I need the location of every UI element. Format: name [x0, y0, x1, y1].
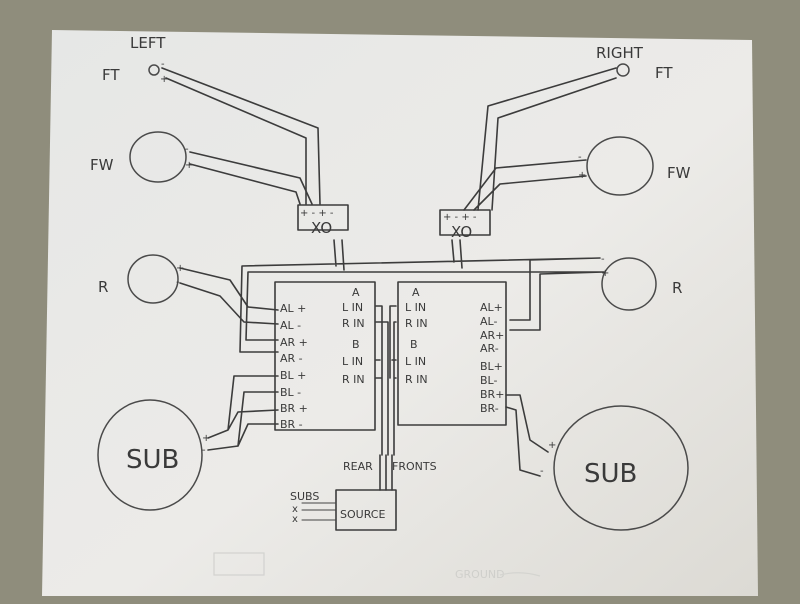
subwoofer-right	[553, 405, 689, 531]
amp-right-out-5: BL-	[480, 374, 497, 387]
label-source: SOURCE	[340, 508, 385, 521]
tweeter-left-plus: +	[160, 74, 168, 85]
amp-left	[274, 281, 376, 431]
label-x2: x	[292, 514, 298, 525]
r-left-minus: -	[176, 277, 180, 288]
label-sub-left: SUB	[126, 445, 179, 475]
amp-left-out-3: AR -	[280, 352, 303, 365]
wire-ft-left	[161, 67, 321, 205]
fw-right-minus: -	[578, 152, 582, 163]
speaker-fw-left	[129, 131, 187, 183]
amp-left-in-5: R IN	[342, 373, 365, 386]
amp-left-in-0: A	[352, 286, 360, 299]
tweeter-left-minus: -	[161, 59, 165, 70]
paper-sheet	[42, 30, 758, 596]
speaker-r-right	[601, 257, 657, 311]
r-right-minus: -	[601, 254, 605, 265]
wire-fw-left	[189, 151, 313, 205]
speaker-fw-right	[586, 136, 654, 196]
amp-right-out-6: BR+	[480, 388, 504, 401]
label-left: LEFT	[130, 34, 166, 52]
wire-sub-left	[207, 375, 279, 451]
amp-right-in-4: L IN	[405, 355, 426, 368]
label-ground: GROUND	[455, 568, 505, 581]
amp-right-outputs: AL+ AL- AR+ AR- BL+ BL- BR+ BR-	[480, 301, 504, 415]
label-right: RIGHT	[596, 44, 644, 62]
amp-left-in-4: L IN	[342, 355, 363, 368]
subwoofer-left	[97, 399, 203, 511]
r-right-plus: +	[601, 268, 609, 279]
label-sub-right: SUB	[584, 459, 637, 489]
label-xo-right: XO	[451, 223, 472, 241]
xo-left-terminals: + - + -	[300, 208, 334, 219]
fw-right-plus: +	[578, 170, 586, 181]
xo-right-terminals: + - + -	[443, 212, 477, 223]
wire-ft-right	[477, 67, 617, 211]
label-xo-left: XO	[311, 219, 332, 237]
amp-right-in-5: R IN	[405, 373, 428, 386]
tweeter-right	[616, 63, 630, 77]
amp-right-out-0: AL+	[480, 301, 503, 314]
amp-right-out-2: AR+	[480, 329, 504, 342]
fw-left-plus: +	[185, 160, 193, 171]
amp-right-in-1: L IN	[405, 301, 426, 314]
amp-left-outputs: AL + AL - AR + AR - BL + BL - BR + BR -	[280, 302, 308, 431]
label-r-left: R	[98, 278, 108, 296]
label-ft-left: FT	[102, 66, 120, 84]
amp-left-in-1: L IN	[342, 301, 363, 314]
crossover-left	[297, 204, 349, 231]
tweeter-left	[148, 64, 160, 76]
amp-right-in-2: R IN	[405, 317, 428, 330]
crossover-right	[439, 209, 491, 236]
sub-left-minus: -	[202, 445, 206, 456]
erased-ground-mark	[499, 572, 541, 577]
amp-right-out-4: BL+	[480, 360, 503, 373]
label-x1: x	[292, 504, 298, 515]
amp-right-out-7: BR-	[480, 402, 499, 415]
amp-left-out-2: AR +	[280, 336, 308, 349]
amp-left-out-0: AL +	[280, 302, 306, 315]
sub-left-plus: +	[202, 433, 210, 444]
amp-left-out-4: BL +	[280, 369, 306, 382]
wire-r-left	[179, 267, 279, 325]
amp-left-out-5: BL -	[280, 386, 301, 399]
sub-right-plus: +	[548, 440, 556, 451]
amp-right-out-1: AL-	[480, 315, 497, 328]
wire-amp-inputs	[375, 305, 397, 456]
label-fronts: FRONTS	[392, 460, 437, 473]
wire-bus	[239, 239, 605, 353]
label-fw-right: FW	[667, 164, 691, 182]
label-rear: REAR	[343, 460, 373, 473]
label-subs: SUBS	[290, 490, 319, 503]
amp-left-out-7: BR -	[280, 418, 303, 431]
amp-left-inputs: A L IN R IN B L IN R IN	[342, 286, 365, 386]
wire-fw-right	[463, 159, 587, 211]
wire-sub-right	[505, 394, 549, 477]
amp-right	[397, 281, 507, 426]
amp-left-in-2: R IN	[342, 317, 365, 330]
amp-right-in-0: A	[412, 286, 420, 299]
amp-left-out-6: BR +	[280, 402, 308, 415]
amp-right-out-3: AR-	[480, 342, 499, 355]
label-fw-left: FW	[90, 156, 114, 174]
amp-right-in-3: B	[410, 338, 418, 351]
label-ft-right: FT	[655, 64, 673, 82]
amp-left-in-3: B	[352, 338, 360, 351]
fw-left-minus: -	[185, 144, 189, 155]
wire-source-subs	[301, 502, 337, 521]
wire-source-rca	[379, 454, 393, 491]
erased-battery-sketch	[213, 552, 265, 576]
amp-left-out-1: AL -	[280, 319, 301, 332]
sub-right-minus: -	[540, 466, 544, 477]
amp-right-inputs: A L IN R IN B L IN R IN	[405, 286, 428, 386]
label-r-right: R	[672, 279, 682, 297]
speaker-r-left	[127, 254, 179, 304]
